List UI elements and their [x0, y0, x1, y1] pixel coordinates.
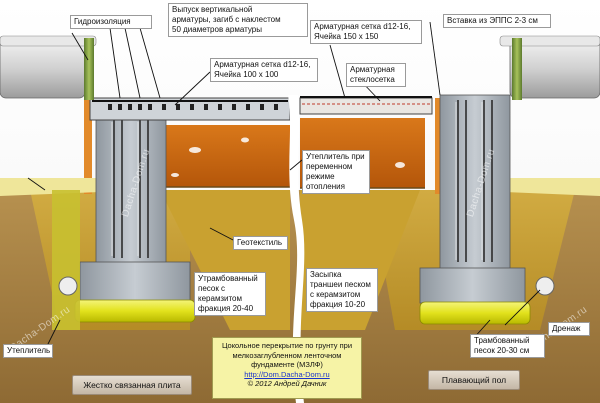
label-rebar-outlet: Выпуск вертикальной арматуры, загиб с на…: [168, 3, 308, 37]
rebar-right: [457, 100, 493, 262]
label-geotextile: Геотекстиль: [233, 236, 288, 250]
insulation-pad-right: [419, 301, 531, 325]
label-trench-fill: Засыпка траншеи песком с керамзитом фрак…: [306, 268, 378, 312]
foundation-right-base: [419, 267, 526, 304]
drain-pipe-right: [535, 276, 555, 296]
rebar-left: [113, 120, 149, 258]
wall-block-right: [509, 39, 600, 99]
label-mesh-right: Арматурная сетка d12-16, Ячейка 150 х 15…: [310, 20, 422, 44]
wall-block-left: [0, 39, 86, 99]
caption-line-3: фундаменте (МЗЛФ): [251, 360, 323, 369]
caption-line-1: Цокольное перекрытие по грунту при: [221, 341, 353, 350]
label-rammed-sand: Трамбованный песок 20-30 см: [470, 334, 545, 358]
orange-strip-right: [435, 98, 443, 194]
ground-cap-right: [505, 178, 600, 196]
orange-strip-left: [84, 98, 92, 194]
wall-block-left-cap: [0, 35, 97, 47]
drain-pipe-left: [58, 276, 78, 296]
caption-line-2: мелкозаглубленном ленточном: [232, 350, 342, 360]
section-break: [288, 95, 305, 403]
clay-layer-left: [150, 125, 290, 187]
insulation-left-side: [52, 190, 80, 330]
wall-block-right-cap: [499, 35, 600, 47]
plaque-rigid-slab: Жестко связанная плита: [72, 375, 192, 395]
label-insulation-variable: Утеплитель при переменном режиме отоплен…: [302, 150, 370, 194]
diagram-caption: Цокольное перекрытие по грунту при мелко…: [212, 337, 362, 399]
label-mesh-left: Арматурная сетка d12-16, Ячейка 100 х 10…: [210, 58, 318, 82]
foundation-left-base: [79, 261, 191, 303]
insulation-pad-left: [74, 299, 196, 323]
label-rammed-clay: Утрамбованный песок с керамзитом фракция…: [194, 272, 266, 316]
hydro-right: [512, 38, 522, 100]
plaque-floating-floor: Плавающий пол: [428, 370, 520, 390]
caption-url-link[interactable]: http://Dom.Dacha-Dom.ru: [244, 369, 330, 379]
label-epps: Вставка из ЭППС 2-3 см: [443, 14, 551, 28]
hydro-left: [84, 38, 94, 100]
label-hydro: Гидроизоляция: [70, 15, 152, 29]
floating-slab: [299, 97, 433, 115]
clay-pebbles: [171, 137, 405, 177]
label-fiberglass: Арматурная стеклосетка: [346, 63, 406, 87]
label-insulation: Утеплитель: [3, 344, 53, 358]
caption-copyright: © 2012 Андрей Дачник: [247, 379, 327, 388]
label-drainage: Дренаж: [548, 322, 590, 336]
rigid-slab-rebar: [108, 104, 278, 110]
